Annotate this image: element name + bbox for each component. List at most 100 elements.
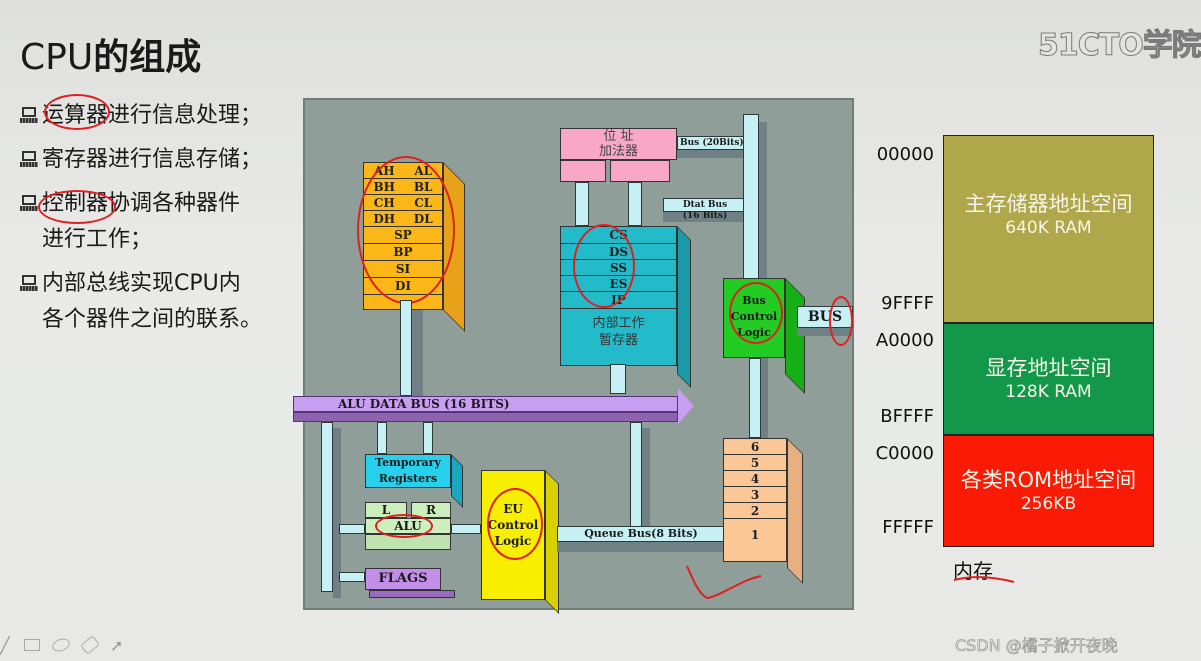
pipe-shadow <box>642 428 650 532</box>
annotation-circle <box>44 94 110 130</box>
memory-region-title: 主存储器地址空间 <box>964 192 1133 216</box>
address-00000: 00000 <box>876 144 934 165</box>
highlighter-icon[interactable] <box>50 636 72 654</box>
credit-watermark: CSDN @橘子掀开夜晚 <box>955 636 1118 656</box>
address-bffff: BFFFF <box>880 406 934 427</box>
temp-registers-label: Temporary <box>375 456 441 469</box>
pipe-shadow <box>797 328 853 336</box>
bullet-item: 寄存器进行信息存储； <box>20 142 300 178</box>
flags-label: FLAGS <box>378 571 428 586</box>
annotation-circle <box>573 224 635 308</box>
address-adder-label: 位 址 <box>603 129 634 144</box>
address-bus-label: Bus (20Bits) <box>680 138 744 148</box>
bullet-text: 各个器件之间的联系。 <box>42 307 263 332</box>
alu-data-bus: ALU DATA BUS (16 BITS) <box>293 396 678 412</box>
address-adder-label: 加法器 <box>598 144 638 159</box>
adder-segment-pipe <box>628 182 642 226</box>
address-bus-arrow: Bus (20Bits) <box>677 136 747 150</box>
laptop-icon <box>20 107 38 123</box>
segment-bus-pipe <box>610 364 626 394</box>
memory-region-size: 640K RAM <box>1005 218 1092 238</box>
annotation-circle <box>729 282 783 344</box>
slide-title: CPU的组成 <box>20 28 201 80</box>
temp-reg-pipe-left <box>377 422 387 454</box>
address-a0000: A0000 <box>875 330 934 351</box>
temp-reg-pipe-right <box>423 422 433 454</box>
memory-region-size: 128K RAM <box>1005 382 1092 402</box>
alu-input-right: R <box>411 502 451 518</box>
address-9ffff: 9FFFF <box>881 293 934 314</box>
bus-control-side <box>785 278 805 394</box>
annotation-circle <box>357 156 455 304</box>
queue-slot-4: 4 <box>750 471 760 486</box>
annotation-underline <box>953 576 1015 583</box>
internal-temp-label: 内部工作 <box>592 316 645 331</box>
queue-bus-label: Queue Bus(8 Bits) <box>584 527 698 540</box>
eraser-icon[interactable] <box>80 635 100 655</box>
bullet-text: 寄存器进行信息存储； <box>42 147 263 172</box>
laptop-icon <box>20 151 38 167</box>
pen-icon[interactable]: ╱ <box>0 636 10 655</box>
laptop-icon <box>20 195 38 211</box>
bullet-text: 内部总线实现CPU内 <box>42 271 241 296</box>
presentation-toolbar: ╱ ➚ <box>0 635 124 655</box>
register-bus-pipe <box>400 300 412 396</box>
alu-bus-arrowhead <box>678 388 694 424</box>
alu-r-label: R <box>426 503 436 517</box>
pipe-shadow <box>333 428 341 598</box>
queue-side <box>787 438 803 584</box>
memory-region-rom: 各类ROM地址空间 256KB <box>943 435 1154 547</box>
screen-icon[interactable] <box>24 639 40 651</box>
temporary-registers-block: Temporary Registers <box>365 454 451 488</box>
queue-bus-arrow: Queue Bus(8 Bits) <box>557 526 725 542</box>
alu-data-bus-shadow <box>293 412 678 422</box>
data-bus-label: Dtat Bus <box>682 200 728 210</box>
eu-alu-arrow <box>451 524 481 534</box>
instruction-queue-block: 6 5 4 3 2 1 <box>723 438 787 562</box>
address-adder-block: 位 址 加法器 <box>560 128 677 160</box>
bullet-item: 内部总线实现CPU内各个器件之间的联系。 <box>20 266 300 338</box>
memory-region-video-ram: 显存地址空间 128K RAM <box>943 323 1154 435</box>
flags-block: FLAGS <box>365 568 441 590</box>
address-adder-input-right <box>610 160 670 182</box>
alu-data-bus-label: ALU DATA BUS (16 BITS) <box>338 397 510 411</box>
alu-l-label: L <box>381 503 391 517</box>
bus-queue-pipe <box>749 358 761 438</box>
internal-temp-label: 暂存器 <box>598 333 638 348</box>
slide-title-cjk: 的组成 <box>93 37 202 78</box>
annotation-circle <box>487 488 543 560</box>
memory-region-title: 显存地址空间 <box>985 356 1112 380</box>
annotation-check-mark <box>686 565 762 600</box>
pointer-icon[interactable]: ➚ <box>110 636 124 655</box>
pipe-shadow <box>557 542 725 552</box>
alu-out-arrow <box>339 524 365 534</box>
address-adder-input-left <box>560 160 606 182</box>
queue-slot-2: 2 <box>750 503 760 518</box>
queue-slot-1: 1 <box>750 528 760 542</box>
memory-region-title: 各类ROM地址空间 <box>960 468 1137 492</box>
pipe-shadow: (16 Bits) <box>663 211 747 222</box>
temp-registers-label: Registers <box>378 472 438 485</box>
queue-slot-6: 6 <box>750 439 760 454</box>
pipe-shadow <box>760 358 768 438</box>
flags-bus-pipe <box>321 422 333 592</box>
memory-region-size: 256KB <box>1020 494 1077 514</box>
pipe-shadow <box>757 122 767 280</box>
segment-registers-side <box>677 226 691 388</box>
address-c0000: C0000 <box>875 443 934 464</box>
annotation-circle <box>375 514 433 538</box>
data-bus-width-label: (16 Bits) <box>682 211 728 221</box>
flags-shadow <box>369 590 455 598</box>
adder-segment-pipe <box>575 182 589 226</box>
bullet-text: 进行工作； <box>42 227 153 252</box>
annotation-circle <box>38 190 116 224</box>
flags-arrow <box>339 572 365 582</box>
watermark-logo: 51CTO学院 <box>1038 28 1201 64</box>
address-fffff: FFFFF <box>882 517 934 538</box>
annotation-circle <box>829 296 853 346</box>
slide-title-latin: CPU <box>20 37 94 78</box>
memory-region-main-ram: 主存储器地址空间 640K RAM <box>943 135 1154 323</box>
queue-slot-5: 5 <box>750 455 760 470</box>
temp-registers-side <box>451 454 463 508</box>
